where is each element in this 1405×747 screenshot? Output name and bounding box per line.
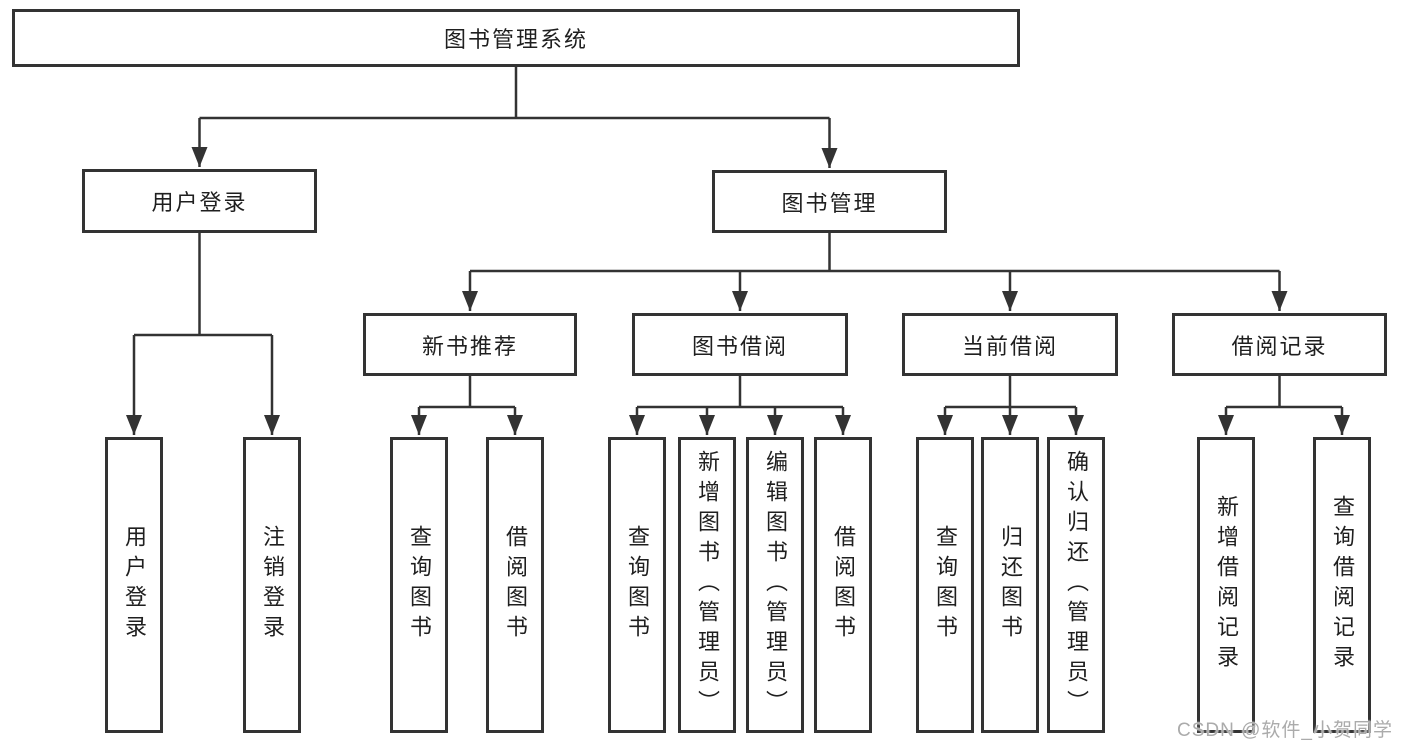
leaf-borrow-add: 新增图书（管理员） xyxy=(678,437,736,733)
connector-current-borrow-bracket xyxy=(945,376,1076,409)
leaf-record-add-label: 新增借阅记录 xyxy=(1214,495,1239,675)
csdn-watermark: CSDN @软件_小贺同学 xyxy=(1177,720,1393,741)
leaf-current-query: 查询图书 xyxy=(916,437,974,733)
leaf-newbook-borrow-label: 借阅图书 xyxy=(503,525,528,645)
leaf-record-query: 查询借阅记录 xyxy=(1313,437,1371,733)
leaf-user-login-label: 用户登录 xyxy=(122,525,147,645)
leaf-current-confirm: 确认归还（管理员） xyxy=(1047,437,1105,733)
node-user-login: 用户登录 xyxy=(82,169,317,233)
node-root: 图书管理系统 xyxy=(12,9,1020,67)
node-book-borrow: 图书借阅 xyxy=(632,313,848,376)
leaf-newbook-query: 查询图书 xyxy=(390,437,448,733)
leaf-record-add: 新增借阅记录 xyxy=(1197,437,1255,733)
node-book-borrow-label: 图书借阅 xyxy=(691,333,788,359)
leaf-borrow-add-label: 新增图书（管理员） xyxy=(695,450,720,720)
leaf-current-query-label: 查询图书 xyxy=(933,525,958,645)
node-user-login-label: 用户登录 xyxy=(151,190,248,215)
leaf-borrow-query: 查询图书 xyxy=(608,437,666,733)
leaf-logout-label: 注销登录 xyxy=(260,525,285,645)
leaf-current-confirm-label: 确认归还（管理员） xyxy=(1064,450,1089,720)
leaf-borrow-edit-label: 编辑图书（管理员） xyxy=(763,450,788,720)
connector-borrow-records-bracket xyxy=(1226,376,1342,409)
node-new-book-recommend-label: 新书推荐 xyxy=(421,333,518,359)
connector-root-trunk xyxy=(199,67,830,120)
node-book-management-label: 图书管理 xyxy=(781,190,878,216)
leaf-newbook-borrow: 借阅图书 xyxy=(486,437,544,733)
node-new-book-recommend: 新书推荐 xyxy=(363,313,577,376)
node-current-borrow: 当前借阅 xyxy=(902,313,1118,376)
leaf-record-query-label: 查询借阅记录 xyxy=(1330,495,1355,675)
connector-new-book-bracket xyxy=(419,376,515,409)
leaf-newbook-query-label: 查询图书 xyxy=(407,525,432,645)
connector-book-borrow-bracket xyxy=(637,376,843,409)
node-root-label: 图书管理系统 xyxy=(443,27,588,52)
leaf-logout: 注销登录 xyxy=(243,437,301,733)
leaf-borrow-query-label: 查询图书 xyxy=(625,525,650,645)
node-current-borrow-label: 当前借阅 xyxy=(961,333,1058,359)
leaf-borrow-borrow: 借阅图书 xyxy=(814,437,872,733)
connector-user-login-bracket xyxy=(134,233,272,337)
leaf-user-login: 用户登录 xyxy=(105,437,163,733)
connector-book-management-bracket xyxy=(470,233,1280,273)
leaf-borrow-edit: 编辑图书（管理员） xyxy=(746,437,804,733)
node-borrow-records-label: 借阅记录 xyxy=(1231,333,1328,359)
leaf-borrow-borrow-label: 借阅图书 xyxy=(831,525,856,645)
leaf-current-return: 归还图书 xyxy=(981,437,1039,733)
node-book-management: 图书管理 xyxy=(712,170,947,233)
node-borrow-records: 借阅记录 xyxy=(1172,313,1387,376)
leaf-current-return-label: 归还图书 xyxy=(998,525,1023,645)
